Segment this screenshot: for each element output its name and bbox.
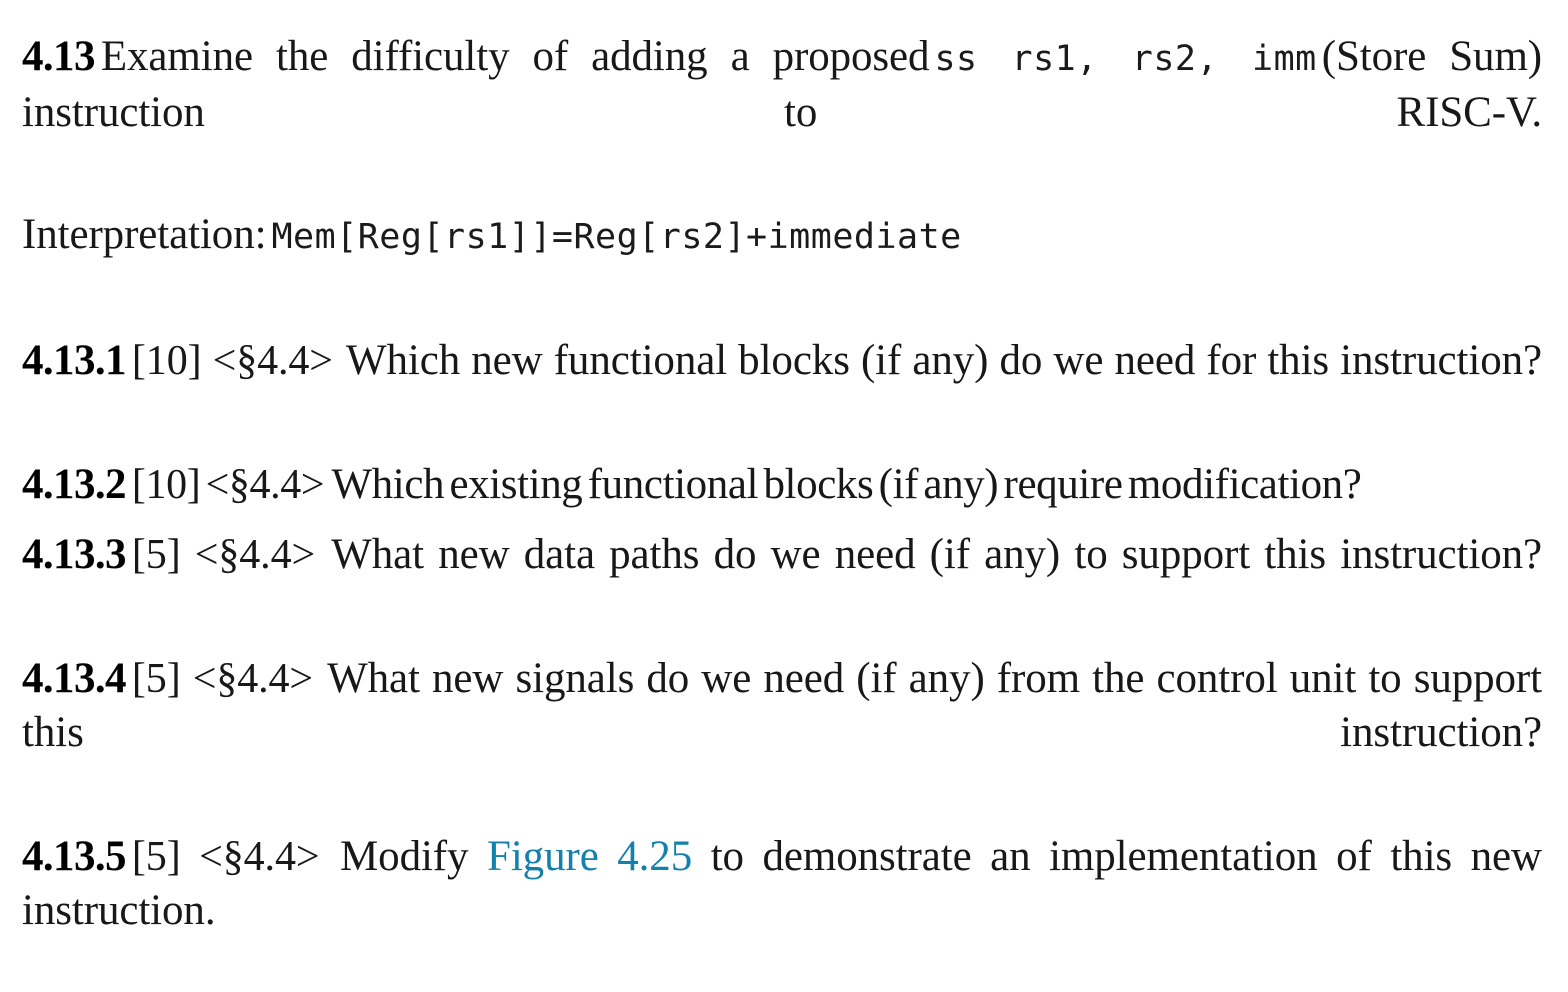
subpart-points: [5] xyxy=(131,532,181,578)
subpart-paragraph: 4.13.2[10] <§4.4> Which existing functio… xyxy=(22,458,1542,512)
subpart-number: 4.13.4 xyxy=(22,655,127,702)
subpart-text-before-link: Modify xyxy=(340,833,469,880)
subpart-paragraph: 4.13.1[10] <§4.4> Which new functional b… xyxy=(22,334,1542,442)
subpart-section-ref: <§4.4> xyxy=(194,532,316,578)
subpart-number: 4.13.5 xyxy=(22,833,127,880)
subpart-paragraph: 4.13.3[5] <§4.4> What new data paths do … xyxy=(22,528,1542,636)
subpart-number: 4.13.3 xyxy=(22,531,127,578)
exercise-intro-text: Examine the difficulty of adding a propo… xyxy=(100,33,930,80)
subpart-points: [5] xyxy=(131,656,181,702)
subpart-4-13-3: 4.13.3[5] <§4.4> What new data paths do … xyxy=(22,528,1542,636)
interpretation-label: Interpretation: xyxy=(22,211,267,258)
exercise-intro-tail: (Store Sum) instruction to RISC-V. xyxy=(22,33,1543,136)
subpart-4-13-1: 4.13.1[10] <§4.4> Which new functional b… xyxy=(22,334,1542,442)
subpart-text: What new data paths do we need (if any) … xyxy=(331,531,1543,578)
subpart-4-13-4: 4.13.4[5] <§4.4> What new signals do we … xyxy=(22,652,1542,814)
subpart-points: [10] xyxy=(131,462,201,508)
subpart-number: 4.13.2 xyxy=(22,461,127,508)
interpretation-paragraph: Interpretation:Mem[Reg[rs1]]=Reg[rs2]+im… xyxy=(22,208,1542,318)
subpart-section-ref: <§4.4> xyxy=(212,338,333,384)
subpart-section-ref: <§4.4> xyxy=(199,834,320,880)
interpretation-code: Mem[Reg[rs1]]=Reg[rs2]+immediate xyxy=(271,217,962,257)
subpart-text: Which new functional blocks (if any) do … xyxy=(346,337,1542,384)
figure-reference-link[interactable]: Figure 4.25 xyxy=(487,833,693,880)
subpart-points: [10] xyxy=(131,338,202,384)
subpart-section-ref: <§4.4> xyxy=(205,462,325,508)
subpart-4-13-2: 4.13.2[10] <§4.4> Which existing functio… xyxy=(22,458,1542,512)
subpart-4-13-5: 4.13.5[5] <§4.4> Modify Figure 4.25 to d… xyxy=(22,830,1542,992)
interpretation-block: Interpretation:Mem[Reg[rs1]]=Reg[rs2]+im… xyxy=(22,208,1542,318)
subpart-section-ref: <§4.4> xyxy=(192,656,314,702)
subpart-text: What new signals do we need (if any) fro… xyxy=(22,655,1542,756)
subpart-paragraph: 4.13.5[5] <§4.4> Modify Figure 4.25 to d… xyxy=(22,830,1542,992)
exercise-number: 4.13 xyxy=(22,33,95,80)
subpart-paragraph: 4.13.4[5] <§4.4> What new signals do we … xyxy=(22,652,1542,814)
exercise-intro-code: ss rs1, rs2, imm xyxy=(934,39,1317,79)
subpart-number: 4.13.1 xyxy=(22,337,127,384)
subpart-points: [5] xyxy=(131,834,181,880)
subpart-text: Which existing functional blocks (if any… xyxy=(331,461,1362,508)
